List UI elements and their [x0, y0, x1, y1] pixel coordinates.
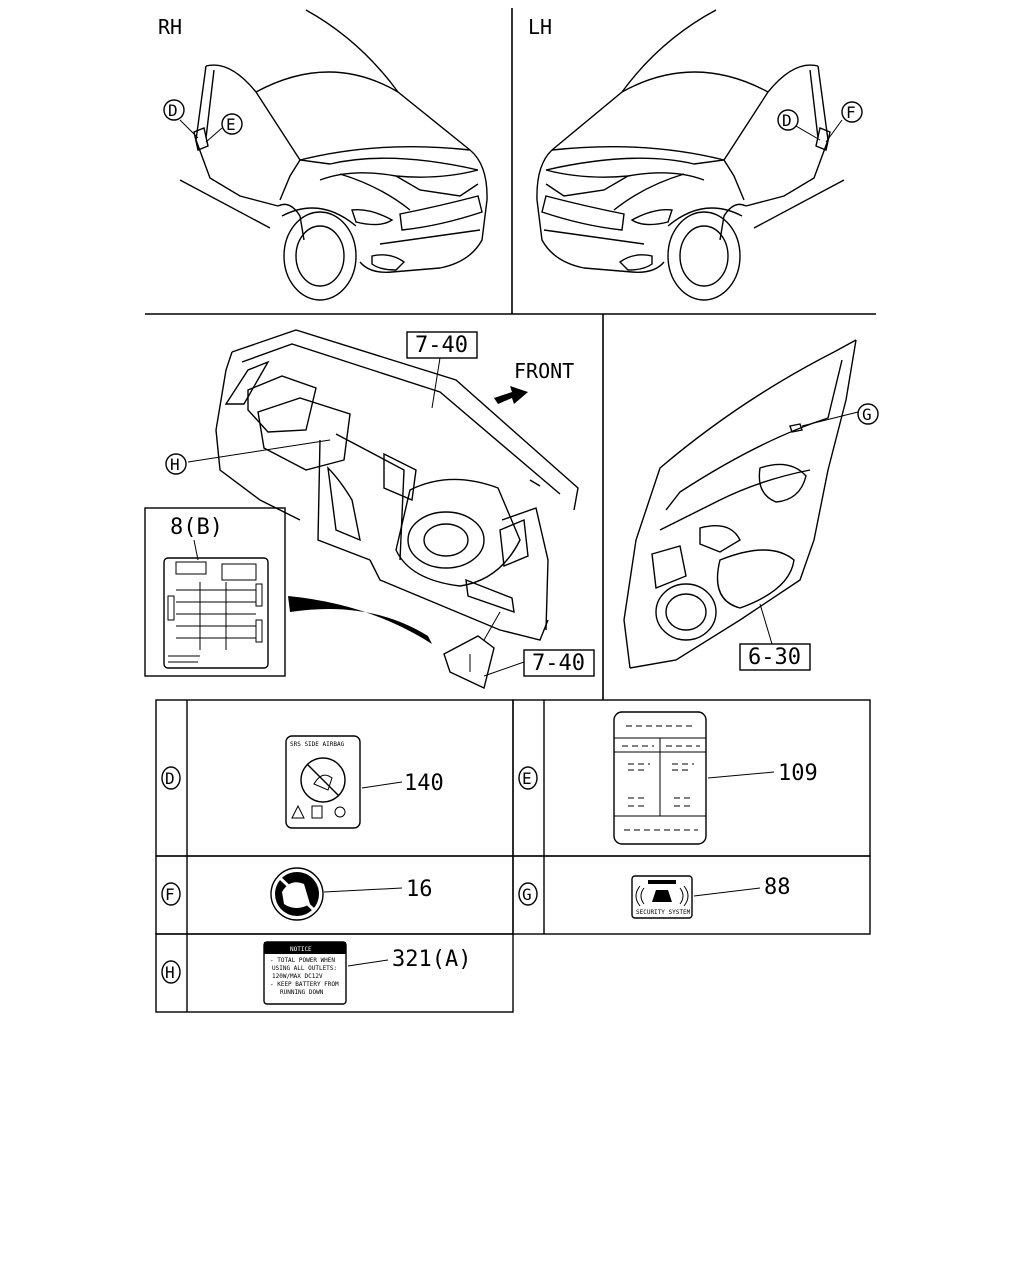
row-f-part: 16 — [406, 877, 433, 902]
ref-dash-bottom: 7-40 — [532, 651, 585, 676]
callout-h-text: H — [170, 455, 180, 474]
ref-dash-top: 7-40 — [415, 333, 468, 358]
ref-box-dash-top — [406, 331, 478, 359]
front-arrow — [494, 386, 528, 404]
row-h-key: H — [165, 963, 175, 982]
callout-e — [221, 113, 243, 135]
callout-d-lh-text: D — [782, 111, 792, 130]
callout-d-rh — [163, 99, 185, 121]
ref-door: 6-30 — [748, 645, 801, 670]
table-row-f: F 16 — [161, 867, 433, 921]
row-e-key: E — [522, 769, 532, 788]
label-security-system — [631, 875, 693, 919]
table-row-h: H NOTICE - TOTAL POWER WHEN USING ALL OU… — [161, 941, 471, 1005]
ref-box-dash-bottom — [523, 649, 595, 677]
row-e-part: 109 — [778, 761, 818, 786]
row-f-key: F — [165, 885, 175, 904]
fuse-inset-box — [144, 507, 286, 677]
lh-view: LH D F — [528, 9, 863, 301]
inset-pointer — [288, 596, 432, 644]
row-g-part: 88 — [764, 875, 791, 900]
parts-table: D SRS SIDE AIRBAG 140 E — [155, 699, 871, 1013]
door-view: G 6-30 — [623, 339, 879, 671]
callout-g-text: G — [862, 405, 872, 424]
row-g-key: G — [522, 885, 532, 904]
dashboard-view: H 7-40 FRONT 8(B) 7-40 — [144, 329, 595, 689]
label-h-line-5: RUNNING DOWN — [280, 989, 324, 996]
label-d-title: SRS SIDE AIRBAG — [290, 741, 345, 748]
row-d-part: 140 — [404, 771, 444, 796]
label-h-line-1: - TOTAL POWER WHEN — [270, 957, 335, 964]
row-d-key: D — [165, 769, 175, 788]
label-h-line-2: USING ALL OUTLETS: — [272, 965, 337, 972]
callout-f — [841, 101, 863, 123]
label-h-line-3: 120W/MAX DC12V — [272, 973, 323, 980]
table-row-g: G SECURITY SYSTEM 88 — [518, 875, 791, 919]
callout-h — [165, 453, 187, 475]
label-f — [270, 867, 324, 921]
callout-g — [857, 403, 879, 425]
label-h-title: NOTICE — [290, 946, 312, 953]
fuse-ref-label: 8(B) — [170, 515, 223, 540]
label-srs-side-airbag — [285, 735, 361, 829]
lh-label: LH — [528, 15, 552, 39]
front-label: FRONT — [514, 359, 574, 383]
rh-view: RH D E — [158, 9, 488, 301]
label-e — [613, 711, 707, 845]
callout-d-rh-text: D — [168, 101, 178, 120]
label-h-line-4: - KEEP BATTERY FROM — [270, 981, 339, 988]
fuse-panel — [163, 557, 269, 669]
row-h-part: 321(A) — [392, 947, 471, 972]
table-row-d: D SRS SIDE AIRBAG 140 — [161, 735, 444, 829]
rh-label: RH — [158, 15, 182, 39]
ref-box-door — [739, 643, 811, 671]
callout-e-text: E — [226, 115, 236, 134]
callout-d-lh — [777, 109, 799, 131]
callout-f-text: F — [846, 103, 856, 122]
table-row-e: E 109 — [518, 711, 818, 845]
label-g-bottom: SECURITY SYSTEM — [636, 909, 691, 916]
